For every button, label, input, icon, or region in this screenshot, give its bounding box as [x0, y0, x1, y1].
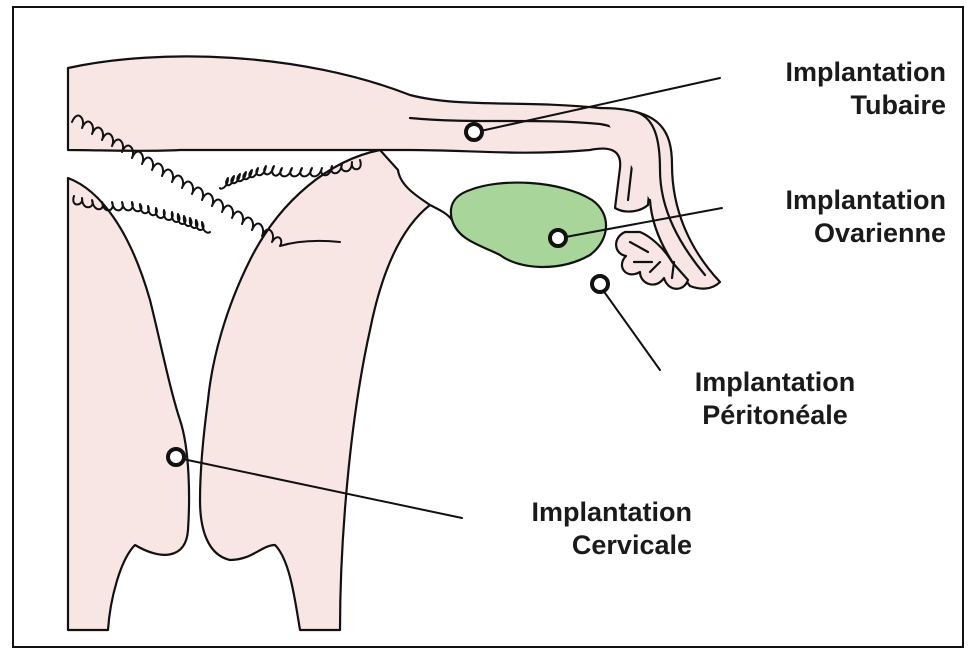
label-cervicale-line1: Implantation — [440, 496, 692, 529]
label-implantation-cervicale: Implantation Cervicale — [440, 496, 692, 562]
ovary — [451, 183, 606, 267]
label-implantation-tubaire: Implantation Tubaire — [700, 56, 946, 122]
label-ovarienne-line1: Implantation — [700, 184, 946, 217]
left-uterine-wall — [68, 178, 189, 630]
label-peritoneale-line1: Implantation — [640, 366, 910, 399]
tubal-site-marker — [466, 124, 482, 140]
label-ovarienne-line2: Ovarienne — [700, 217, 946, 250]
right-uterine-wall — [200, 150, 430, 630]
cervical-site-marker — [168, 449, 184, 465]
peritoneal-site-marker — [592, 276, 608, 292]
label-implantation-peritoneale: Implantation Péritonéale — [640, 366, 910, 432]
ovarian-site-marker — [550, 230, 566, 246]
label-peritoneale-line2: Péritonéale — [640, 399, 910, 432]
label-tubaire-line1: Implantation — [700, 56, 946, 89]
leader-peritoneale — [600, 286, 660, 370]
label-implantation-ovarienne: Implantation Ovarienne — [700, 184, 946, 250]
label-cervicale-line2: Cervicale — [440, 529, 692, 562]
label-tubaire-line2: Tubaire — [700, 89, 946, 122]
